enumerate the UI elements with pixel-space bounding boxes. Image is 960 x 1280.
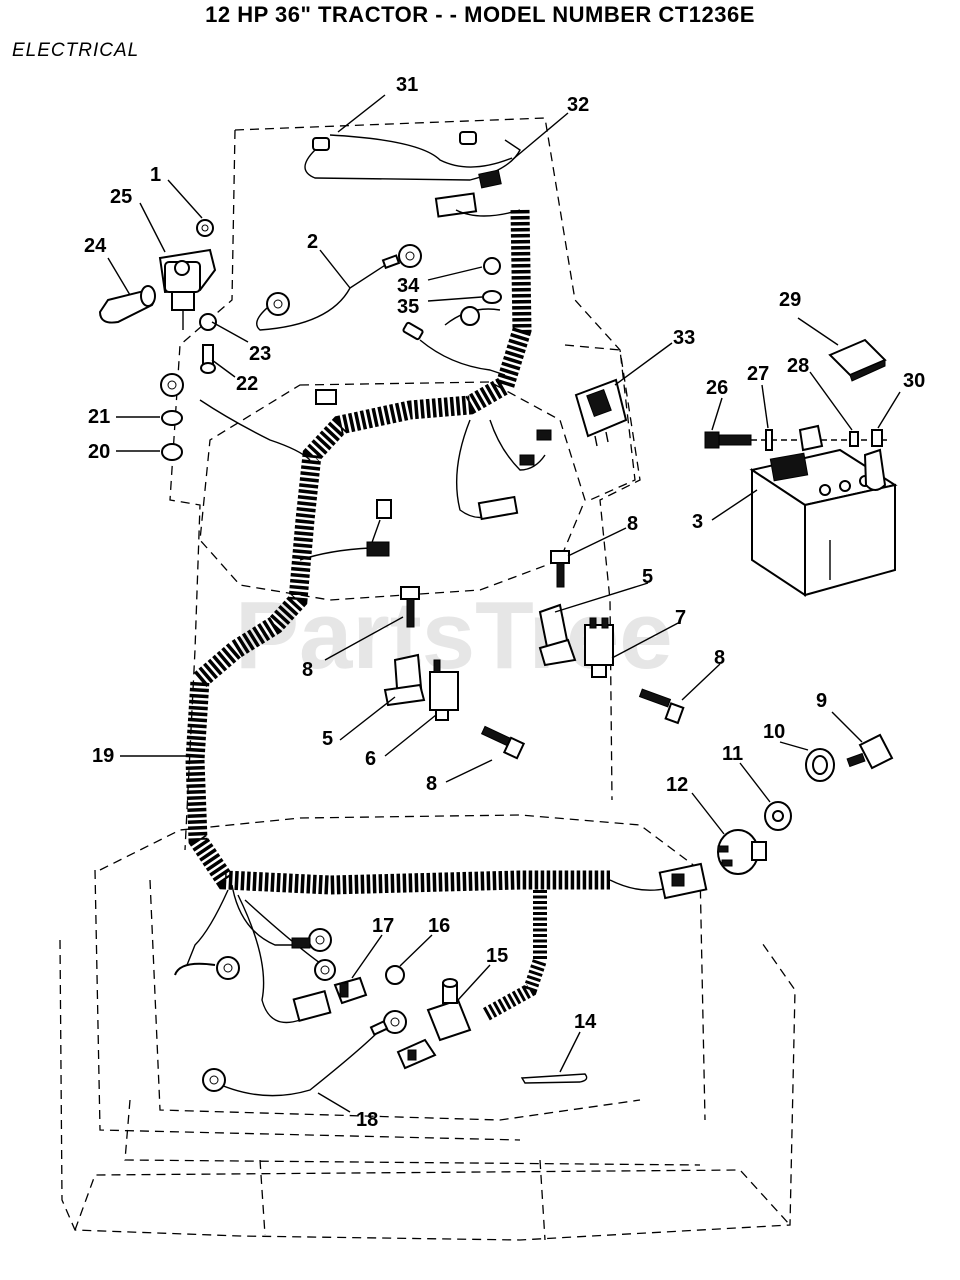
terminal-washer xyxy=(482,290,502,304)
section-label: ELECTRICAL xyxy=(12,40,140,61)
wiring-harness-branch xyxy=(481,890,547,1022)
switch-bracket xyxy=(538,603,577,667)
ignition-switch xyxy=(717,829,767,875)
fuse xyxy=(333,976,368,1005)
battery xyxy=(749,448,898,597)
harness-connectors xyxy=(299,389,552,561)
callout-33: 33 xyxy=(673,327,695,349)
callout-10: 10 xyxy=(763,721,785,743)
toggle-switch xyxy=(574,378,628,447)
callout-26: 26 xyxy=(706,377,728,399)
mounting-nut xyxy=(385,965,405,985)
callout-12: 12 xyxy=(666,774,688,796)
tractor-outline xyxy=(59,117,796,1241)
callout-21: 21 xyxy=(88,406,110,428)
terminal-nut xyxy=(483,257,501,275)
callout-19: 19 xyxy=(92,745,114,767)
flat-washer xyxy=(161,410,183,426)
callout-29: 29 xyxy=(779,289,801,311)
callout-27: 27 xyxy=(747,363,769,385)
callout-14: 14 xyxy=(574,1011,597,1033)
battery-cable xyxy=(256,244,422,331)
hex-bolt xyxy=(550,550,570,588)
callout-17: 17 xyxy=(372,915,394,937)
ignition-nut xyxy=(805,748,835,782)
callout-35: 35 xyxy=(397,296,419,318)
lock-washer xyxy=(199,313,217,331)
callout-11: 11 xyxy=(722,743,743,765)
callout-8b: 8 xyxy=(302,659,313,681)
diagram-title: 12 HP 36" TRACTOR - - MODEL NUMBER CT123… xyxy=(205,2,755,27)
hex-bolt xyxy=(638,688,685,725)
callout-31: 31 xyxy=(396,74,418,96)
callout-23: 23 xyxy=(249,343,271,365)
battery-hardware xyxy=(704,338,890,452)
callout-30: 30 xyxy=(903,370,925,392)
ignition-connector xyxy=(609,862,708,900)
hex-nut xyxy=(161,443,183,461)
callout-20: 20 xyxy=(88,441,110,463)
wiring-harness-coil xyxy=(185,209,610,895)
callout-34: 34 xyxy=(397,275,420,297)
callout-8d: 8 xyxy=(426,773,437,795)
callout-7: 7 xyxy=(675,607,686,629)
callout-8c: 8 xyxy=(714,647,725,669)
headlight-wires xyxy=(304,131,521,218)
terminal-ring xyxy=(460,306,480,326)
screw xyxy=(200,344,216,374)
ignition-key xyxy=(846,733,894,770)
interlock-switch xyxy=(429,659,459,721)
callout-1: 1 xyxy=(150,164,161,186)
callout-3: 3 xyxy=(692,511,703,533)
terminal-hole xyxy=(167,380,177,390)
callout-32: 32 xyxy=(567,94,589,116)
callout-15: 15 xyxy=(486,945,508,967)
callout-24: 24 xyxy=(84,235,107,257)
hex-bolt xyxy=(480,725,526,760)
callout-18: 18 xyxy=(356,1109,378,1131)
switch-bracket xyxy=(383,653,426,707)
interlock-switch xyxy=(584,617,614,678)
callout-6: 6 xyxy=(365,748,376,770)
callout-22: 22 xyxy=(236,373,258,395)
callout-5b: 5 xyxy=(322,728,333,750)
callout-16: 16 xyxy=(428,915,450,937)
leader-lines xyxy=(107,94,901,1113)
solenoid-assembly xyxy=(98,248,217,330)
callout-25: 25 xyxy=(110,186,132,208)
callout-2: 2 xyxy=(307,231,318,253)
ignition-wire xyxy=(419,339,506,376)
ground-wire xyxy=(199,399,311,461)
callout-numbers: 1 2 3 5 5 6 7 8 8 8 8 9 10 11 12 14 15 1… xyxy=(84,74,925,1131)
seat-switch xyxy=(396,978,472,1070)
callout-8a: 8 xyxy=(627,513,638,535)
callout-5a: 5 xyxy=(642,566,653,588)
hex-bolt xyxy=(400,586,420,628)
nut xyxy=(196,219,214,237)
connector xyxy=(402,321,424,341)
wire-clip xyxy=(520,1073,588,1084)
ignition-washer xyxy=(764,801,792,831)
lower-harness-wires xyxy=(174,884,407,1097)
callout-28: 28 xyxy=(787,355,809,377)
callout-9: 9 xyxy=(816,690,827,712)
